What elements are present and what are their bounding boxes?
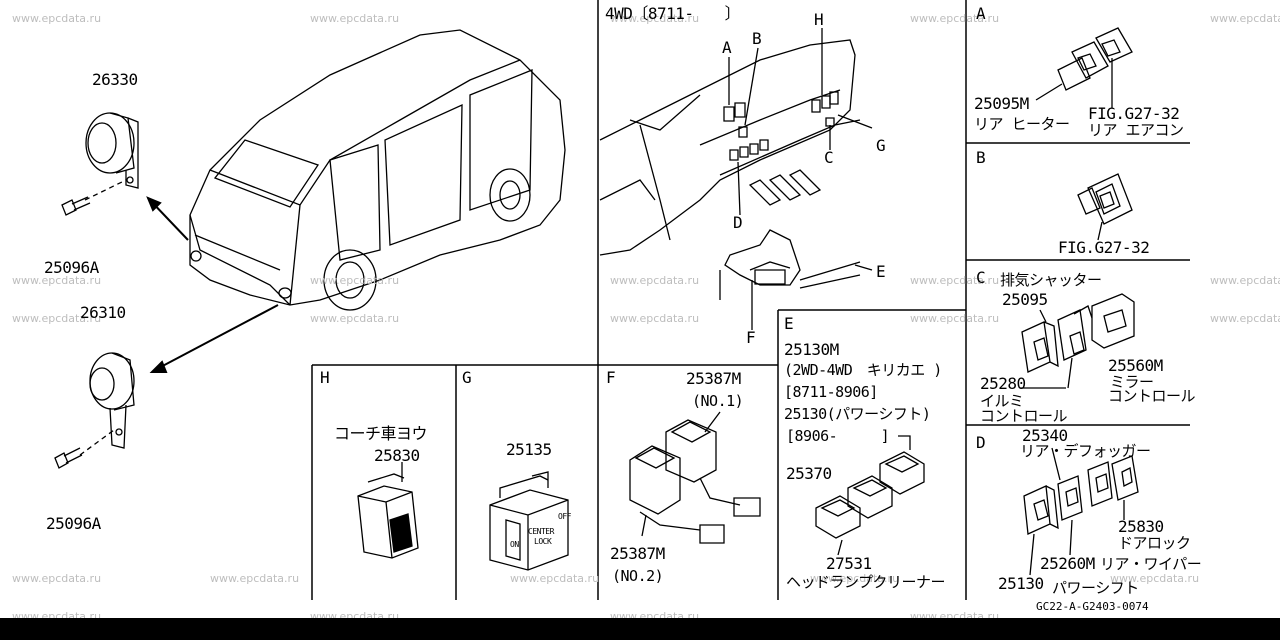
part-number-bolt-lower: 25096A xyxy=(46,514,101,533)
watermark-text: www.epcdata.ru xyxy=(12,274,102,287)
panel-f-part2-sub: (NO.2) xyxy=(612,567,664,585)
panel-g-drawing xyxy=(490,472,568,570)
panel-g-part1: 25135 xyxy=(506,440,552,459)
panel-c-part3-name1: イルミ xyxy=(980,392,1024,410)
panel-g-letter: G xyxy=(462,368,472,387)
watermark-text: www.epcdata.ru xyxy=(910,12,1000,25)
panel-d-part4-name: パワーシフト xyxy=(1052,579,1139,597)
panel-f-drawing xyxy=(630,412,760,543)
van-illustration xyxy=(190,30,565,310)
panel-c-title: 排気シャッター xyxy=(1000,271,1102,289)
panel-d-part2: 25830 xyxy=(1118,517,1164,536)
panel-b-fig: FIG.G27-32 xyxy=(1058,238,1150,257)
callout-a: A xyxy=(722,38,732,57)
watermark-text: www.epcdata.ru xyxy=(1210,12,1280,25)
panel-a-drawing xyxy=(1036,28,1132,108)
callout-g: G xyxy=(876,136,886,155)
panel-h-drawing xyxy=(358,462,418,558)
panel-g-switch-text1: CENTER xyxy=(528,527,554,536)
part-number-bolt-upper: 25096A xyxy=(44,258,99,277)
watermark-text: www.epcdata.ru xyxy=(1210,274,1280,287)
part-number-horn-lower: 26310 xyxy=(80,303,126,322)
panel-g-switch-off: OFF xyxy=(558,512,571,521)
watermark-text: www.epcdata.ru xyxy=(12,12,102,25)
panel-c-part2-name2: コントロール xyxy=(1108,387,1196,405)
horn-arrows xyxy=(148,198,278,372)
panel-d-part1-name: リア・デフォッガー xyxy=(1020,442,1151,460)
panel-d-part3-name: リア・ワイパー xyxy=(1100,555,1202,573)
watermark-text: www.epcdata.ru xyxy=(310,12,400,25)
panel-e-line4: 25130(パワーシフト) xyxy=(784,405,931,423)
panel-e-letter: E xyxy=(784,314,794,333)
watermark-text: www.epcdata.ru xyxy=(1110,572,1200,585)
panel-h-part1: 25830 xyxy=(374,446,420,465)
panel-c-letter: C xyxy=(976,268,986,287)
panel-e-drawing xyxy=(816,436,924,555)
panel-a-part2-fig: FIG.G27-32 xyxy=(1088,104,1180,123)
panel-a-part2-name: リア エアコン xyxy=(1088,121,1184,139)
panel-f-part1: 25387M xyxy=(686,369,741,388)
panel-c-part3: 25280 xyxy=(980,374,1026,393)
watermark-text: www.epcdata.ru xyxy=(1210,312,1280,325)
panel-h-title: コーチ車ヨウ xyxy=(334,424,428,443)
panel-e-line2: (2WD-4WD キリカエ ) xyxy=(784,361,942,379)
watermark-text: www.epcdata.ru xyxy=(610,274,700,287)
dash-title: 4WD〔8711- 〕 xyxy=(605,4,741,23)
callout-h: H xyxy=(814,10,824,29)
callout-d: D xyxy=(733,213,743,232)
panel-d-drawing xyxy=(1024,448,1138,575)
callout-c: C xyxy=(824,148,834,167)
watermark-text: www.epcdata.ru xyxy=(510,572,600,585)
panel-g-switch-text2: LOCK xyxy=(534,537,552,546)
watermark-text: www.epcdata.ru xyxy=(610,12,700,25)
panel-a-part1-number: 25095M xyxy=(974,94,1029,113)
panel-c-drawing xyxy=(1020,294,1134,388)
dashboard-drawing xyxy=(600,28,872,330)
panel-d-part3: 25260M xyxy=(1040,554,1095,573)
panel-d-part4: 25130 xyxy=(998,574,1044,593)
panel-d-letter: D xyxy=(976,433,986,452)
watermark-text: www.epcdata.ru xyxy=(810,572,900,585)
watermark-text: www.epcdata.ru xyxy=(12,312,102,325)
callout-e: E xyxy=(876,262,886,281)
panel-g-switch-on: ON xyxy=(510,540,519,549)
panel-e-part3: 27531 xyxy=(826,554,872,573)
panel-h-letter: H xyxy=(320,368,330,387)
panel-f-letter: F xyxy=(606,368,616,387)
part-number-horn-upper: 26330 xyxy=(92,70,138,89)
panel-f-part1-sub: (NO.1) xyxy=(692,392,744,410)
watermark-text: www.epcdata.ru xyxy=(12,572,102,585)
watermark-text: www.epcdata.ru xyxy=(910,312,1000,325)
watermark-text: www.epcdata.ru xyxy=(310,274,400,287)
panel-d-part2-name: ドアロック xyxy=(1118,534,1191,552)
callout-f: F xyxy=(746,328,756,347)
panel-c-part1: 25095 xyxy=(1002,290,1048,309)
panel-a-letter: A xyxy=(976,4,986,23)
drawing-code: GC22-A-G2403-0074 xyxy=(1036,600,1149,613)
panel-e-line3: [8711-8906] xyxy=(784,383,878,401)
bottom-bar xyxy=(0,618,1280,640)
panel-c-part3-name2: コントロール xyxy=(980,407,1068,425)
panel-c-part2: 25560M xyxy=(1108,356,1163,375)
watermark-text: www.epcdata.ru xyxy=(910,274,1000,287)
horn-upper-drawing xyxy=(62,113,138,215)
watermark-text: www.epcdata.ru xyxy=(210,572,300,585)
callout-b: B xyxy=(752,29,762,48)
panel-e-part2: 25370 xyxy=(786,464,832,483)
panel-c-part2-name1: ミラー xyxy=(1110,373,1154,391)
panel-e-part3-name: ヘッドランプクリーナー xyxy=(786,573,946,591)
panel-borders xyxy=(312,0,1190,600)
panel-e-line5: [8906- ] xyxy=(786,427,890,445)
panel-f-part2: 25387M xyxy=(610,544,665,563)
watermark-text: www.epcdata.ru xyxy=(610,312,700,325)
panel-a-part1-name: リア ヒーター xyxy=(974,115,1070,133)
watermark-text: www.epcdata.ru xyxy=(310,312,400,325)
panel-b-letter: B xyxy=(976,148,986,167)
panel-e-line1: 25130M xyxy=(784,340,839,359)
panel-d-part1: 25340 xyxy=(1022,426,1068,445)
panel-b-drawing xyxy=(1078,174,1132,240)
horn-lower-drawing xyxy=(55,353,134,468)
